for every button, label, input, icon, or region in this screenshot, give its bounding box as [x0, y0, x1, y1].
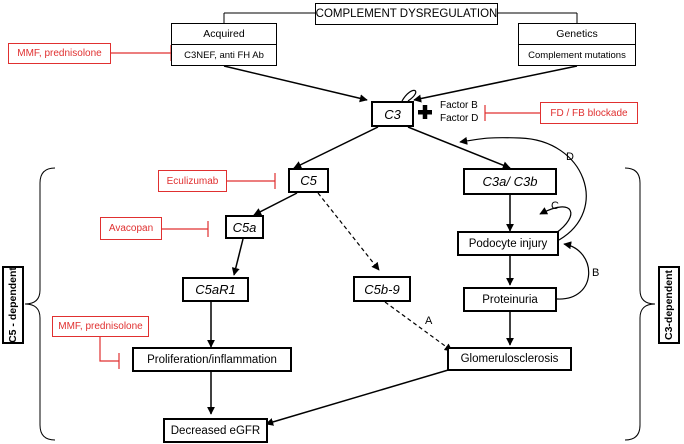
- c3-node: C3: [371, 101, 414, 127]
- avacopan-therapy: Avacopan: [100, 217, 162, 240]
- acquired-box: Acquired C3NEF, anti FH Ab: [171, 23, 277, 66]
- edge-label-a: A: [425, 315, 433, 327]
- arrow-c3-to-c3a-c3b: [407, 126, 511, 170]
- edge-label-b: B: [592, 267, 600, 279]
- glomerulosclerosis-node: Glomerulosclerosis: [447, 347, 572, 371]
- podocyte-injury-node: Podocyte injury: [457, 231, 559, 256]
- arrow-c5a-to-c5ar1: [231, 238, 244, 276]
- factor-b-label: Factor B: [440, 100, 478, 111]
- arrow-c5-to-c5b9-dashed: [317, 192, 380, 271]
- loop-c-podocyte-to-c3a-c3b: [539, 206, 572, 234]
- proliferation-inflammation-node: Proliferation/inflammation: [132, 347, 292, 372]
- left-curly-brace: [24, 167, 56, 441]
- eculizumab-therapy: Eculizumab: [158, 170, 227, 192]
- c3-dependent-side-label: C3-dependent: [658, 266, 680, 344]
- inhibitor-mmf-bottom-line: [99, 337, 119, 362]
- arrow-c3-self-amplification: [401, 89, 417, 102]
- factor-d-label: Factor D: [440, 113, 479, 124]
- genetics-box: Genetics Complement mutations: [518, 23, 636, 66]
- acquired-detail: C3NEF, anti FH Ab: [184, 49, 264, 61]
- acquired-heading: Acquired: [172, 24, 276, 45]
- arrow-c3-to-c5: [293, 126, 379, 169]
- c5ar1-node: C5aR1: [182, 277, 249, 302]
- c5a-node: C5a: [225, 215, 264, 239]
- genetics-heading: Genetics: [519, 24, 635, 45]
- decreased-egfr-node: Decreased eGFR: [163, 418, 268, 443]
- fd-fb-blockade-therapy: FD / FB blockade: [540, 102, 638, 124]
- genetics-detail: Complement mutations: [528, 49, 626, 61]
- loop-b-proteinuria-to-podocyte: [556, 241, 590, 300]
- proteinuria-node: Proteinuria: [463, 287, 557, 312]
- c5-dependent-text: C5 - dependent: [7, 267, 19, 343]
- mmf-prednisolone-top-therapy: MMF, prednisolone: [8, 43, 111, 64]
- arrow-genetics-to-c3: [413, 65, 578, 103]
- mmf-prednisolone-bottom-therapy: MMF, prednisolone: [52, 316, 149, 337]
- arrow-acquired-to-c3: [223, 65, 368, 103]
- c5b-9-node: C5b-9: [353, 276, 411, 302]
- c3-dependent-text: C3-dependent: [663, 269, 676, 341]
- plus-vertical: [422, 105, 428, 119]
- arrow-c5-to-c5a: [253, 192, 298, 216]
- edge-label-d: D: [566, 151, 574, 163]
- right-curly-brace: [624, 167, 656, 441]
- edge-label-c: C: [551, 200, 559, 212]
- c5-dependent-side-label: C5 - dependent: [2, 266, 24, 344]
- loop-d-podocyte-to-c3: [459, 136, 587, 241]
- arrow-c5b9-to-glomerulosclerosis-dashed: [384, 301, 453, 352]
- c5-node: C5: [288, 168, 329, 193]
- arrow-glomerulosclerosis-to-egfr: [265, 367, 456, 426]
- c3a-c3b-node: C3a/ C3b: [463, 168, 557, 195]
- complement-dysregulation-title: COMPLEMENT DYSREGULATION: [315, 3, 498, 25]
